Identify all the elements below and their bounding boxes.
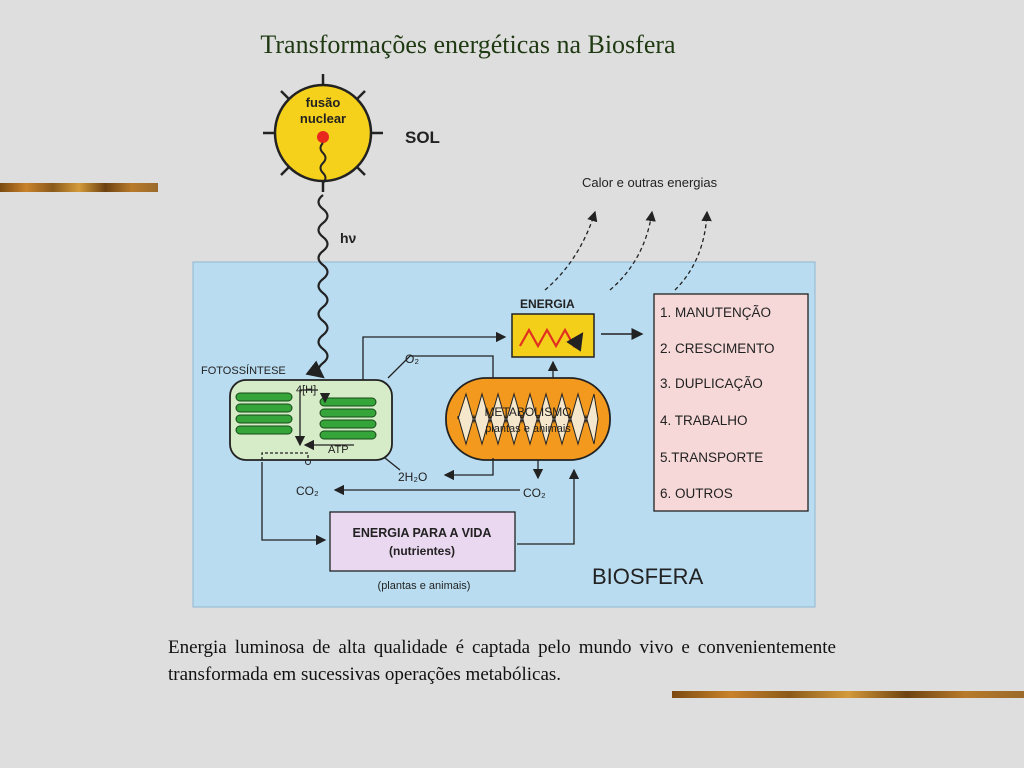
heat-arrow-1 (544, 210, 598, 291)
biosphere-label: BIOSFERA (592, 564, 704, 589)
heat-arrow-3 (674, 210, 712, 291)
metabolism-line2: plantas e animais (485, 423, 571, 435)
light-wave-arrow (305, 194, 329, 379)
metabolism-line1: METABOLISMO (484, 405, 571, 419)
h2o-to-chloroplast-line (384, 457, 401, 471)
use-item: 3. DUPLICAÇÃO (660, 376, 763, 391)
decorative-stripe-left (0, 183, 158, 192)
biosphere-diagram: fusão nuclear SOL hν Calor e outras ener… (192, 74, 816, 608)
thylakoid-stack-left (235, 392, 293, 435)
chloroplast-to-energy-arrow (362, 331, 507, 380)
caption-text: Energia luminosa de alta qualidade é cap… (168, 637, 836, 685)
use-item: 4. TRABALHO (660, 413, 748, 428)
energy-life-line1: ENERGIA PARA A VIDA (353, 526, 492, 540)
uses-box (653, 293, 809, 512)
decorative-stripe-right (672, 691, 1024, 698)
arrow-h-to-left (294, 389, 318, 447)
sun-label: SOL (405, 128, 440, 147)
sun-icon (263, 74, 383, 192)
sun-core-line1: fusão (306, 95, 341, 110)
co2-left-label: CO₂ (296, 484, 319, 498)
photosynthesis-label: FOTOSSÍNTESE (201, 364, 286, 377)
life-to-metabolism-arrow (517, 468, 580, 545)
page-title: Transformações energéticas na Biosfera (260, 30, 676, 59)
mitochondria (445, 377, 611, 461)
h2o-label: 2H₂O (398, 470, 427, 484)
use-item: 1. MANUTENÇÃO (660, 305, 771, 320)
energy-for-life-box (329, 511, 516, 572)
photon-label: hν (340, 230, 357, 246)
sun-core-line2: nuclear (300, 111, 346, 126)
h2o-arrow (443, 458, 494, 481)
chloroplast-to-life-arrow (261, 462, 327, 546)
use-item: 2. CRESCIMENTO (660, 341, 775, 356)
dashed-connector (261, 452, 309, 460)
atp-label: ATP (328, 444, 349, 456)
heat-label: Calor e outras energias (582, 175, 718, 190)
energy-life-line2: (nutrientes) (389, 544, 455, 558)
use-item: 5.TRANSPORTE (660, 450, 763, 465)
energy-label: ENERGIA (520, 297, 575, 311)
use-item: 6. OUTROS (660, 486, 733, 501)
co2-right-label: CO₂ (523, 486, 546, 500)
heat-arrow-2 (609, 210, 656, 291)
energy-life-sub: (plantas e animais) (378, 580, 471, 592)
o2-arrow (387, 355, 499, 394)
energy-wave-icon (519, 327, 584, 352)
